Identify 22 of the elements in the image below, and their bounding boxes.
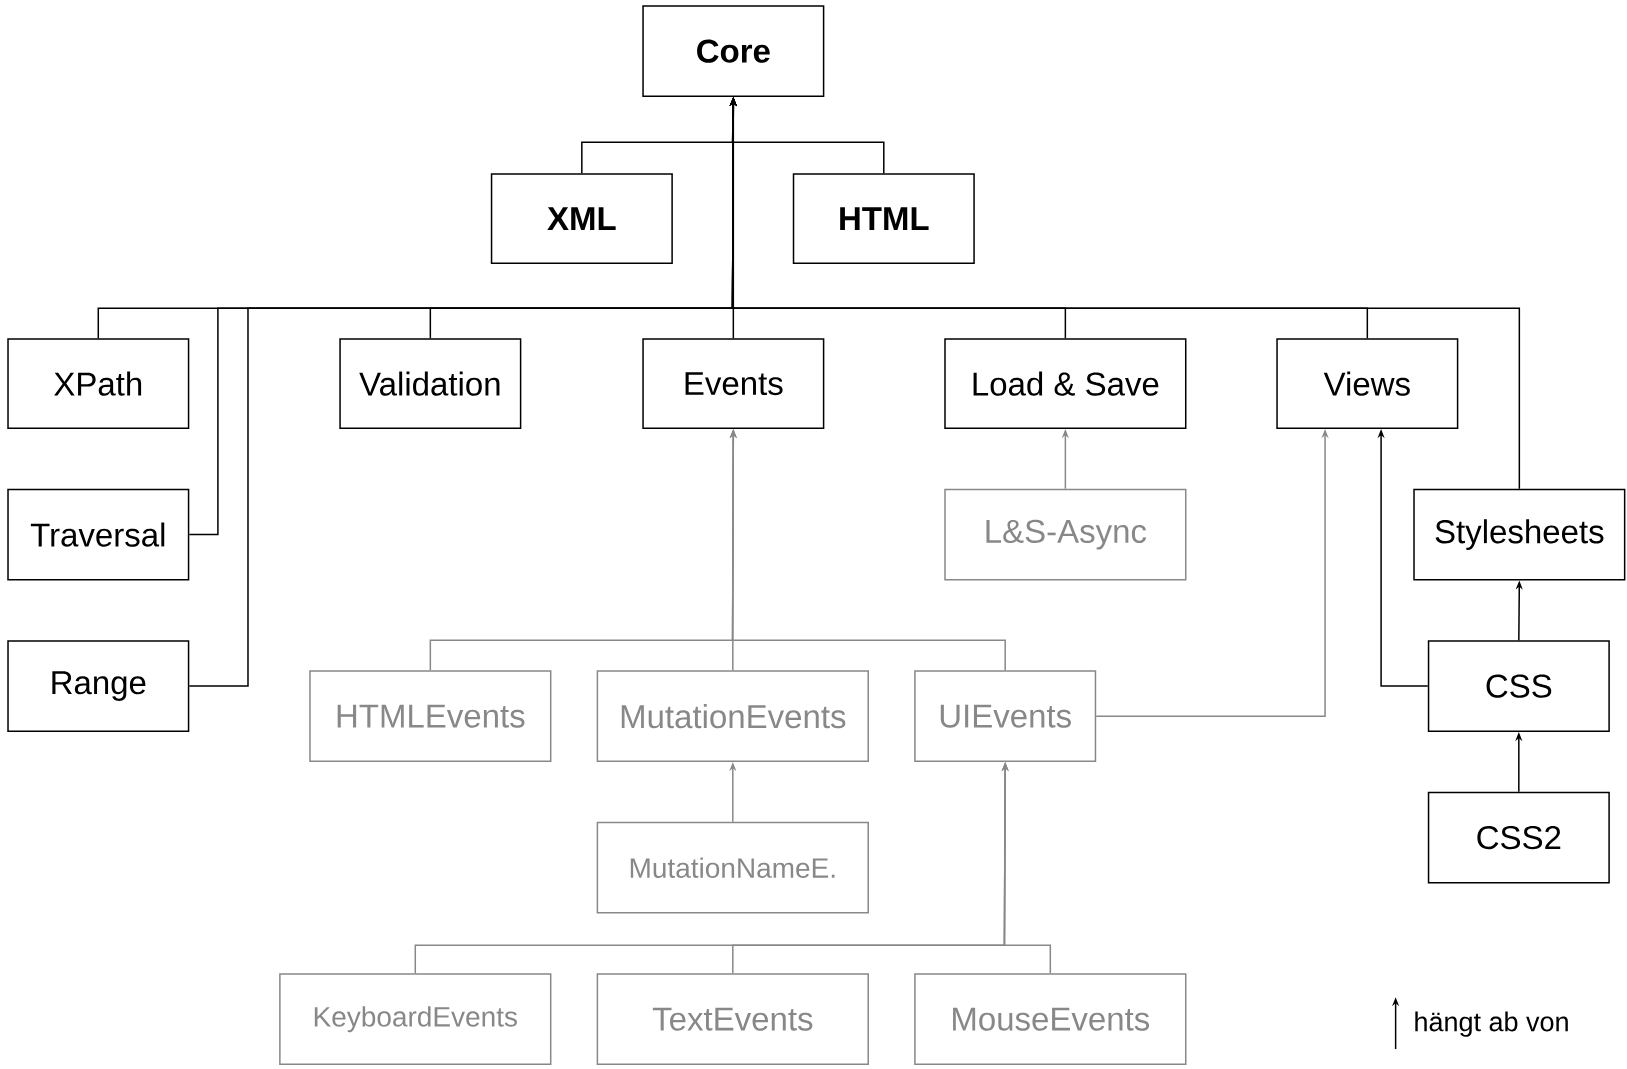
module-box: Stylesheets bbox=[1413, 488, 1626, 581]
legend-text: hängt ab von bbox=[1415, 1011, 1568, 1037]
module-box: HTMLEvents bbox=[309, 670, 552, 763]
module-box: CSS2 bbox=[1427, 791, 1610, 884]
module-box: Events bbox=[642, 338, 825, 429]
module-box: XPath bbox=[7, 338, 190, 429]
module-box: TextEvents bbox=[596, 973, 869, 1066]
module-box: CSS bbox=[1427, 640, 1610, 732]
module-box: Views bbox=[1276, 338, 1459, 429]
module-box: XML bbox=[490, 173, 673, 265]
module-box: HTML bbox=[792, 173, 975, 265]
module-box: Core bbox=[642, 5, 825, 97]
module-box: Traversal bbox=[7, 488, 190, 581]
module-box: Range bbox=[7, 640, 190, 732]
module-box: Load & Save bbox=[944, 338, 1187, 429]
module-box: L&S-Async bbox=[944, 488, 1187, 581]
module-box: MouseEvents bbox=[914, 973, 1187, 1066]
module-box: Validation bbox=[339, 338, 522, 429]
module-box: MutationEvents bbox=[596, 670, 869, 763]
module-box: KeyboardEvents bbox=[279, 973, 552, 1066]
module-box: MutationNameE. bbox=[596, 821, 869, 914]
module-box: UIEvents bbox=[914, 670, 1097, 763]
